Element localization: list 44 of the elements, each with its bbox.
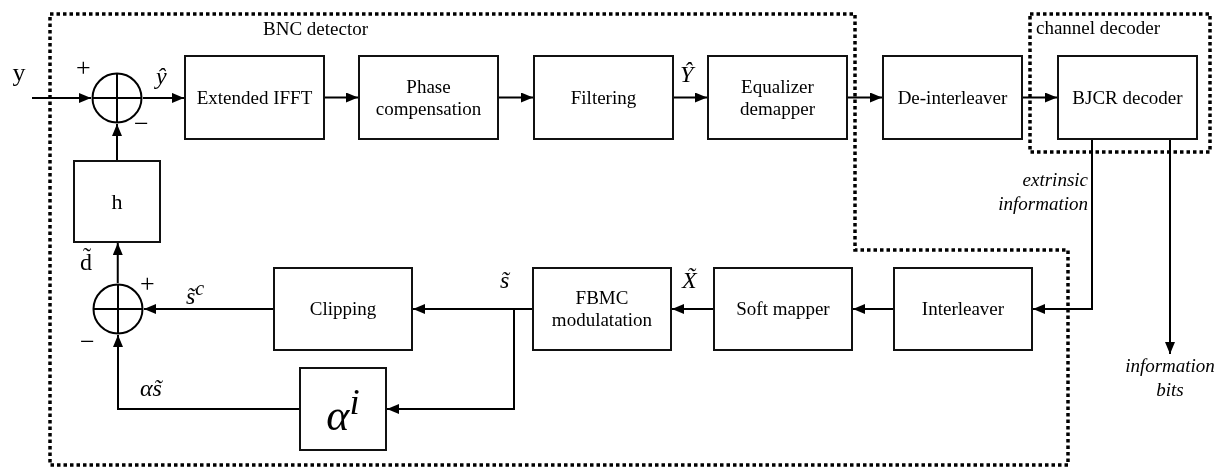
process-block: Equalizer demapper [707, 55, 848, 140]
arrow [673, 92, 708, 103]
sign-label: − [134, 112, 149, 136]
process-block: BJCR decoder [1057, 55, 1198, 140]
process-block: FBMC modulatation [532, 267, 672, 351]
arrow [143, 304, 274, 314]
arrow [1032, 139, 1093, 314]
sign-label: + [140, 272, 155, 296]
output-label: information bits [1124, 354, 1216, 402]
process-block: Filtering [533, 55, 674, 140]
signal-label: d̃ [80, 250, 92, 274]
process-block: Phase compensation [358, 55, 499, 140]
arrow [498, 92, 534, 103]
arrow [1165, 139, 1175, 355]
process-block: Interleaver [893, 267, 1033, 351]
arrow [324, 92, 359, 103]
region-title: BNC detector [263, 18, 368, 40]
arrow [112, 123, 122, 161]
signal-label: s̃$^{c}$ [186, 276, 205, 308]
process-block: h [73, 160, 161, 243]
signal-label: ŷ [156, 64, 167, 88]
process-block: De-interleaver [882, 55, 1023, 140]
process-block: Clipping [273, 267, 413, 351]
sign-label: + [76, 56, 91, 80]
arrow [31, 93, 92, 103]
process-block: α$^{i}$ [299, 367, 387, 451]
arrow [386, 308, 533, 414]
arrow [671, 304, 714, 314]
process-block: Soft mapper [713, 267, 853, 351]
process-block: Extended IFFT [184, 55, 325, 140]
arrow [847, 92, 883, 103]
arrow [852, 304, 894, 314]
region-title: channel decoder [1036, 17, 1160, 39]
signal-label: X̃ [682, 268, 697, 292]
sign-label: − [80, 330, 95, 354]
arrow [142, 92, 185, 103]
signal-label: Ŷ [680, 62, 694, 86]
arrow [112, 242, 123, 284]
summing-junction [91, 72, 143, 124]
signal-label: αs̃ [140, 376, 162, 400]
signal-label: y [11, 60, 27, 86]
arrow [1022, 92, 1058, 103]
signal-label: s̃ [500, 268, 510, 292]
arrow [113, 334, 300, 410]
